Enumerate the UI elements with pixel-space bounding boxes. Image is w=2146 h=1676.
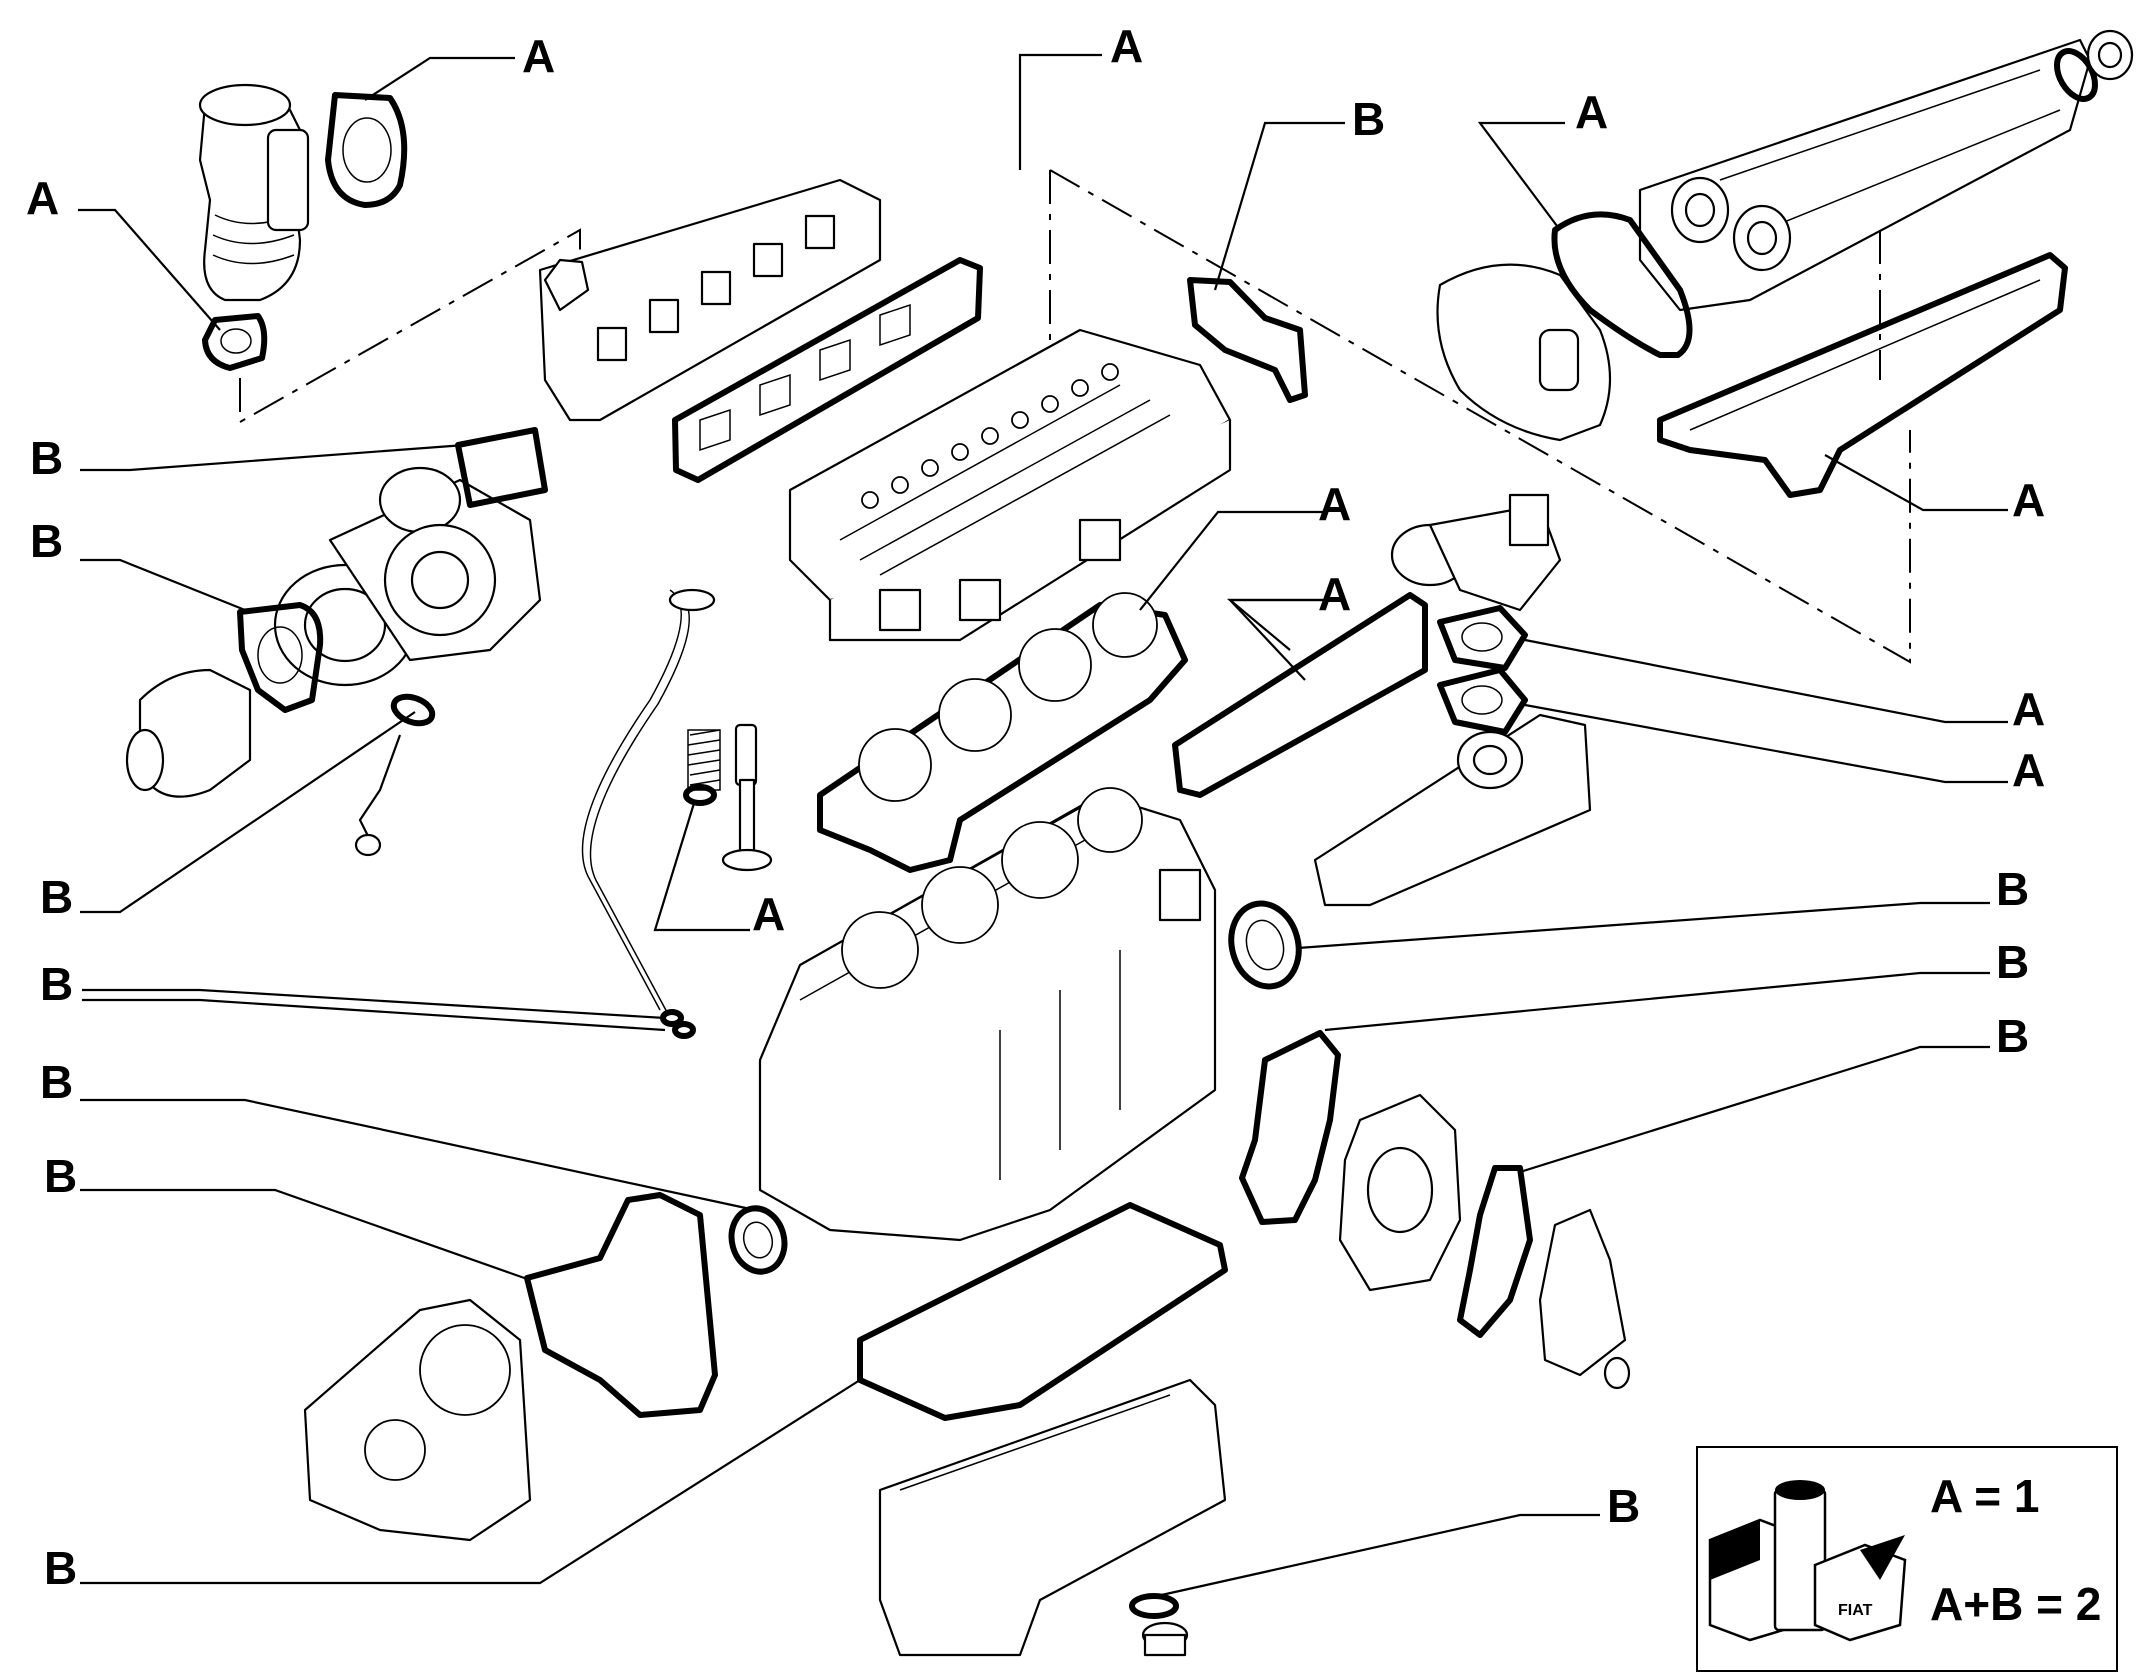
cylinder-head (788, 328, 1232, 642)
callout-oil-pan-gasket: B (44, 1542, 77, 1594)
legend-box: FIAT A = 1 A+B = 2 (1696, 1446, 2118, 1672)
turbo-oil-gasket (390, 693, 436, 727)
egr-outlet-gasket (325, 92, 408, 208)
drain-plug-washer (1129, 1593, 1179, 1619)
callout-intake-manifold-gasket: A (1318, 568, 1351, 620)
cylinder-head-gasket (817, 592, 1188, 873)
callout-oil-filter-gasket: B (1996, 1010, 2029, 1062)
callout-exhaust-flange-gasket: B (1352, 93, 1385, 145)
callout-turbo-inlet-gasket: B (30, 432, 63, 484)
callout-water-pump-gasket: B (1996, 936, 2029, 988)
callout-turbo-oil-gasket: B (40, 871, 73, 923)
drain-plug (1141, 1621, 1189, 1657)
fiat-brand-mark: FIAT (1838, 1602, 1873, 1619)
camshaft-housing (1638, 38, 2092, 312)
legend-line-a: A = 1 (1930, 1470, 2040, 1522)
callout-front-crank-seal: B (40, 1056, 73, 1108)
turbo-inlet-gasket (455, 427, 548, 508)
oil-dipstick (581, 588, 716, 1015)
turbo-oil-pipe (354, 734, 402, 857)
callout-egr-gasket-outlet: A (522, 30, 555, 82)
egr-flange-gasket (202, 313, 268, 371)
callout-exhaust-manifold-gasket: A (1110, 20, 1143, 72)
intake-manifold (1313, 713, 1592, 907)
oil-filter-housing (1538, 1208, 1631, 1390)
timing-case-gasket (524, 1192, 718, 1418)
callout-timing-cover-gasket: A (1575, 86, 1608, 138)
callout-head-gasket: A (1318, 478, 1351, 530)
egr-valve (198, 83, 310, 302)
timing-cover-upper (1436, 263, 1612, 442)
turbo-outlet-gasket (237, 602, 324, 713)
legend-line-ab: A+B = 2 (1930, 1578, 2101, 1630)
valve (721, 723, 773, 872)
callout-throttle-gasket-lower: A (2012, 744, 2045, 796)
callout-rocker-cover-gasket: A (2012, 474, 2045, 526)
throttle-gasket-upper (1437, 605, 1528, 671)
turbo-elbow (125, 668, 252, 798)
rocker-cover-gasket (1657, 252, 2068, 498)
engine-block (758, 787, 1217, 1242)
fiat-kit-icon: FIAT (1708, 1480, 1907, 1642)
callout-valve-stem-seal: A (752, 888, 785, 940)
exhaust-flange-gasket (1187, 277, 1308, 403)
water-pump-gasket (1239, 1030, 1341, 1225)
callout-rear-crank-seal: B (1996, 863, 2029, 915)
throttle-gasket-lower (1437, 667, 1528, 735)
intake-manifold-gasket (1172, 592, 1428, 798)
callout-throttle-gasket-upper: A (2012, 683, 2045, 735)
callout-drain-plug-washer: B (1607, 1480, 1640, 1532)
exhaust-manifold (538, 178, 882, 422)
oil-filter-gasket (1457, 1165, 1533, 1338)
timing-cover-gasket (1551, 211, 1693, 358)
rear-crank-seal (1228, 900, 1302, 990)
throttle-body (1390, 493, 1562, 612)
callout-labels: A A B A A B B A A A A A B A B B B B B B … (26, 20, 2045, 1594)
turbocharger (273, 466, 542, 687)
exhaust-manifold-gasket (672, 257, 983, 483)
front-crank-seal (728, 1205, 788, 1275)
cam-cover-plug (2086, 29, 2134, 81)
valve-spring (687, 729, 721, 791)
callout-timing-case-gasket: B (44, 1150, 77, 1202)
water-pump (1338, 1093, 1462, 1292)
callout-egr-flange-gasket: A (26, 172, 59, 224)
callout-dipstick-orings: B (40, 958, 73, 1010)
dipstick-orings (660, 1009, 696, 1039)
valve-stem-seal (683, 784, 717, 806)
callout-turbo-outlet-gasket: B (30, 515, 63, 567)
oil-pan-gasket (857, 1202, 1228, 1421)
leader-lines (78, 53, 2008, 1598)
oil-pan (878, 1378, 1227, 1657)
timing-case-cover (303, 1298, 532, 1542)
